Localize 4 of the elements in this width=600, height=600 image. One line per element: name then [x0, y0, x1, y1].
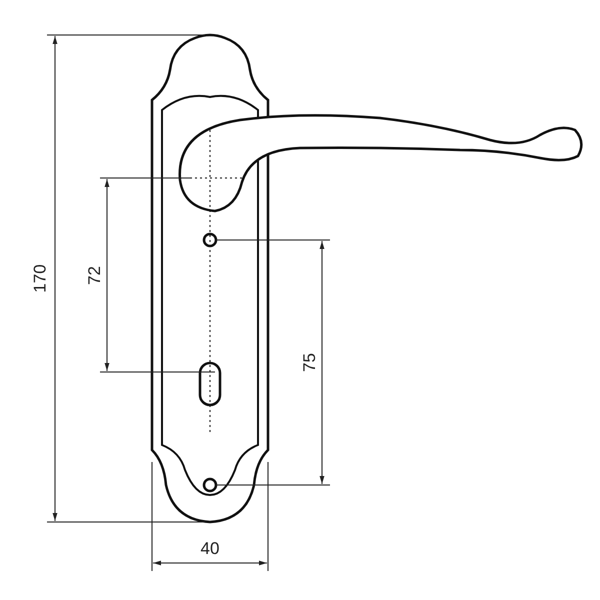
dimension-value: 72	[85, 266, 102, 284]
dimension-value: 75	[300, 352, 318, 372]
dimension-value: 40	[200, 540, 220, 556]
dimension-value: 170	[32, 264, 49, 292]
